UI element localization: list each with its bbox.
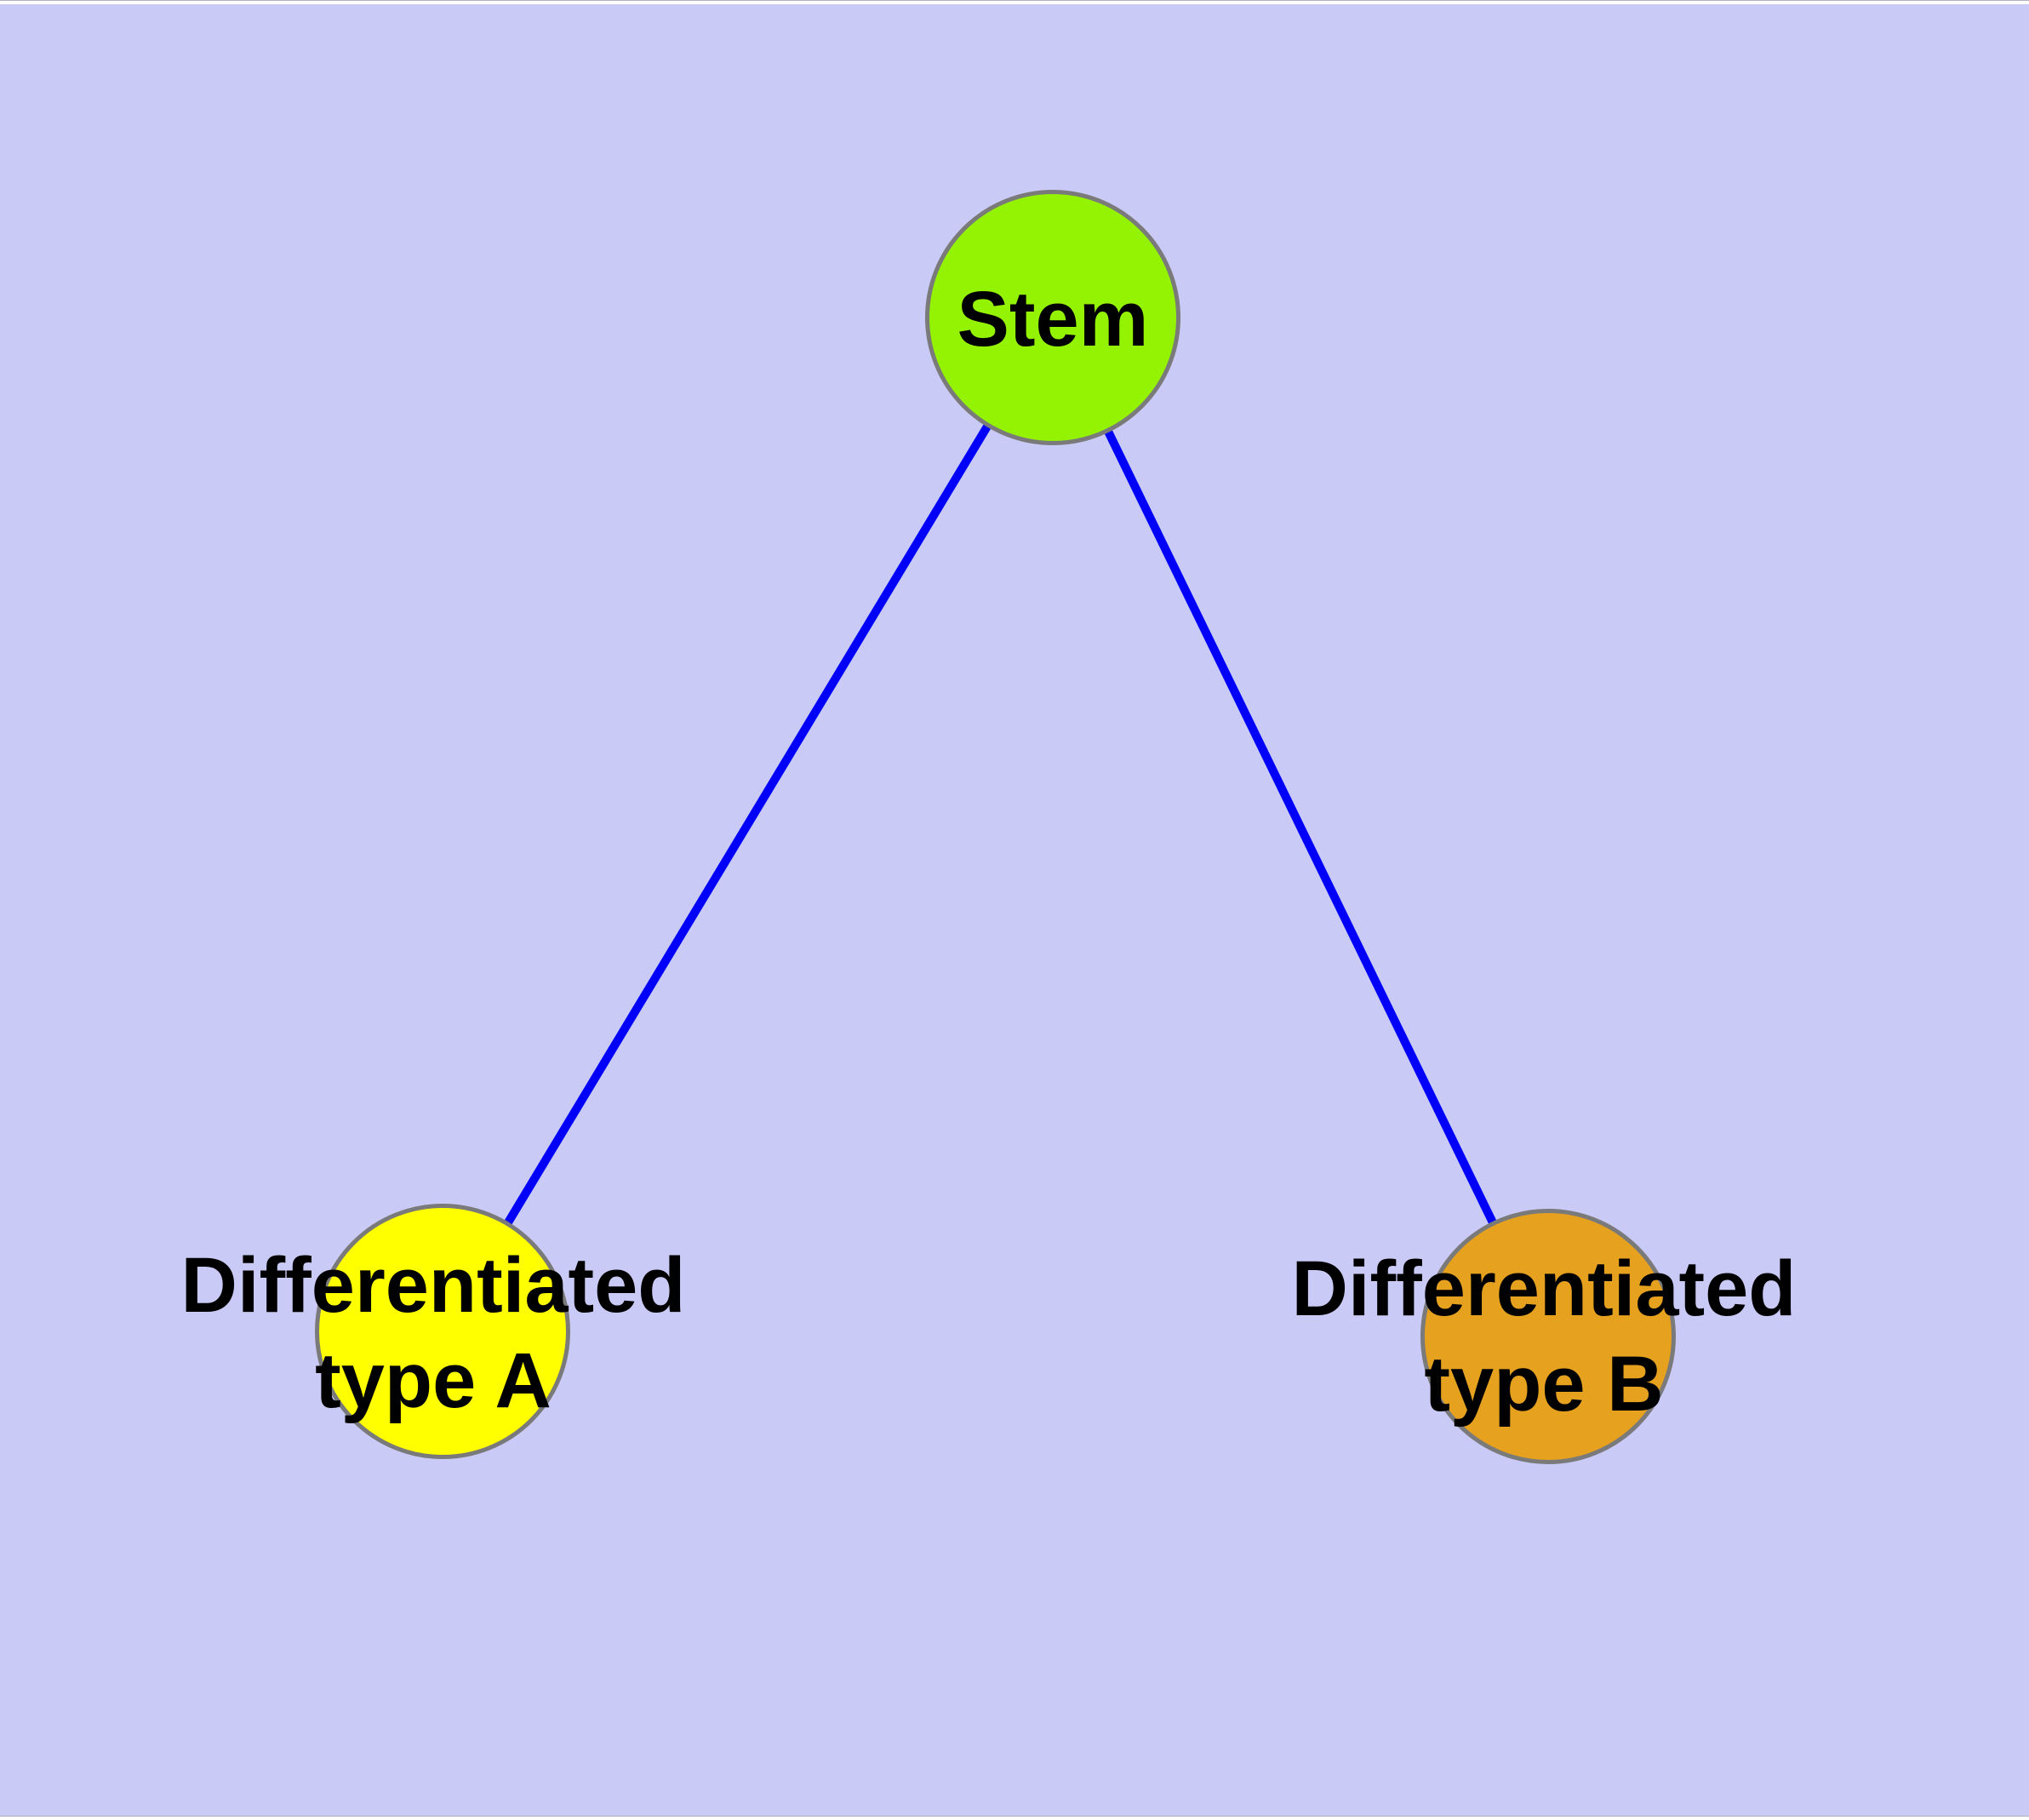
node-differentiated-type-b-label: Differentiated type B xyxy=(1291,1245,1797,1428)
edge-stem-to-type-b xyxy=(1049,315,1552,1339)
node-stem-label: Stem xyxy=(957,276,1149,363)
canvas-top-margin xyxy=(0,0,2029,4)
node-differentiated-type-a-label: Differentiated type A xyxy=(180,1242,686,1424)
node-differentiated-type-b-circle xyxy=(1420,1209,1676,1464)
canvas-bottom-margin xyxy=(0,1816,2029,1820)
node-stem-circle xyxy=(925,190,1180,445)
edge-stem-to-type-a xyxy=(438,315,1057,1334)
node-differentiated-type-a-circle xyxy=(315,1204,570,1459)
